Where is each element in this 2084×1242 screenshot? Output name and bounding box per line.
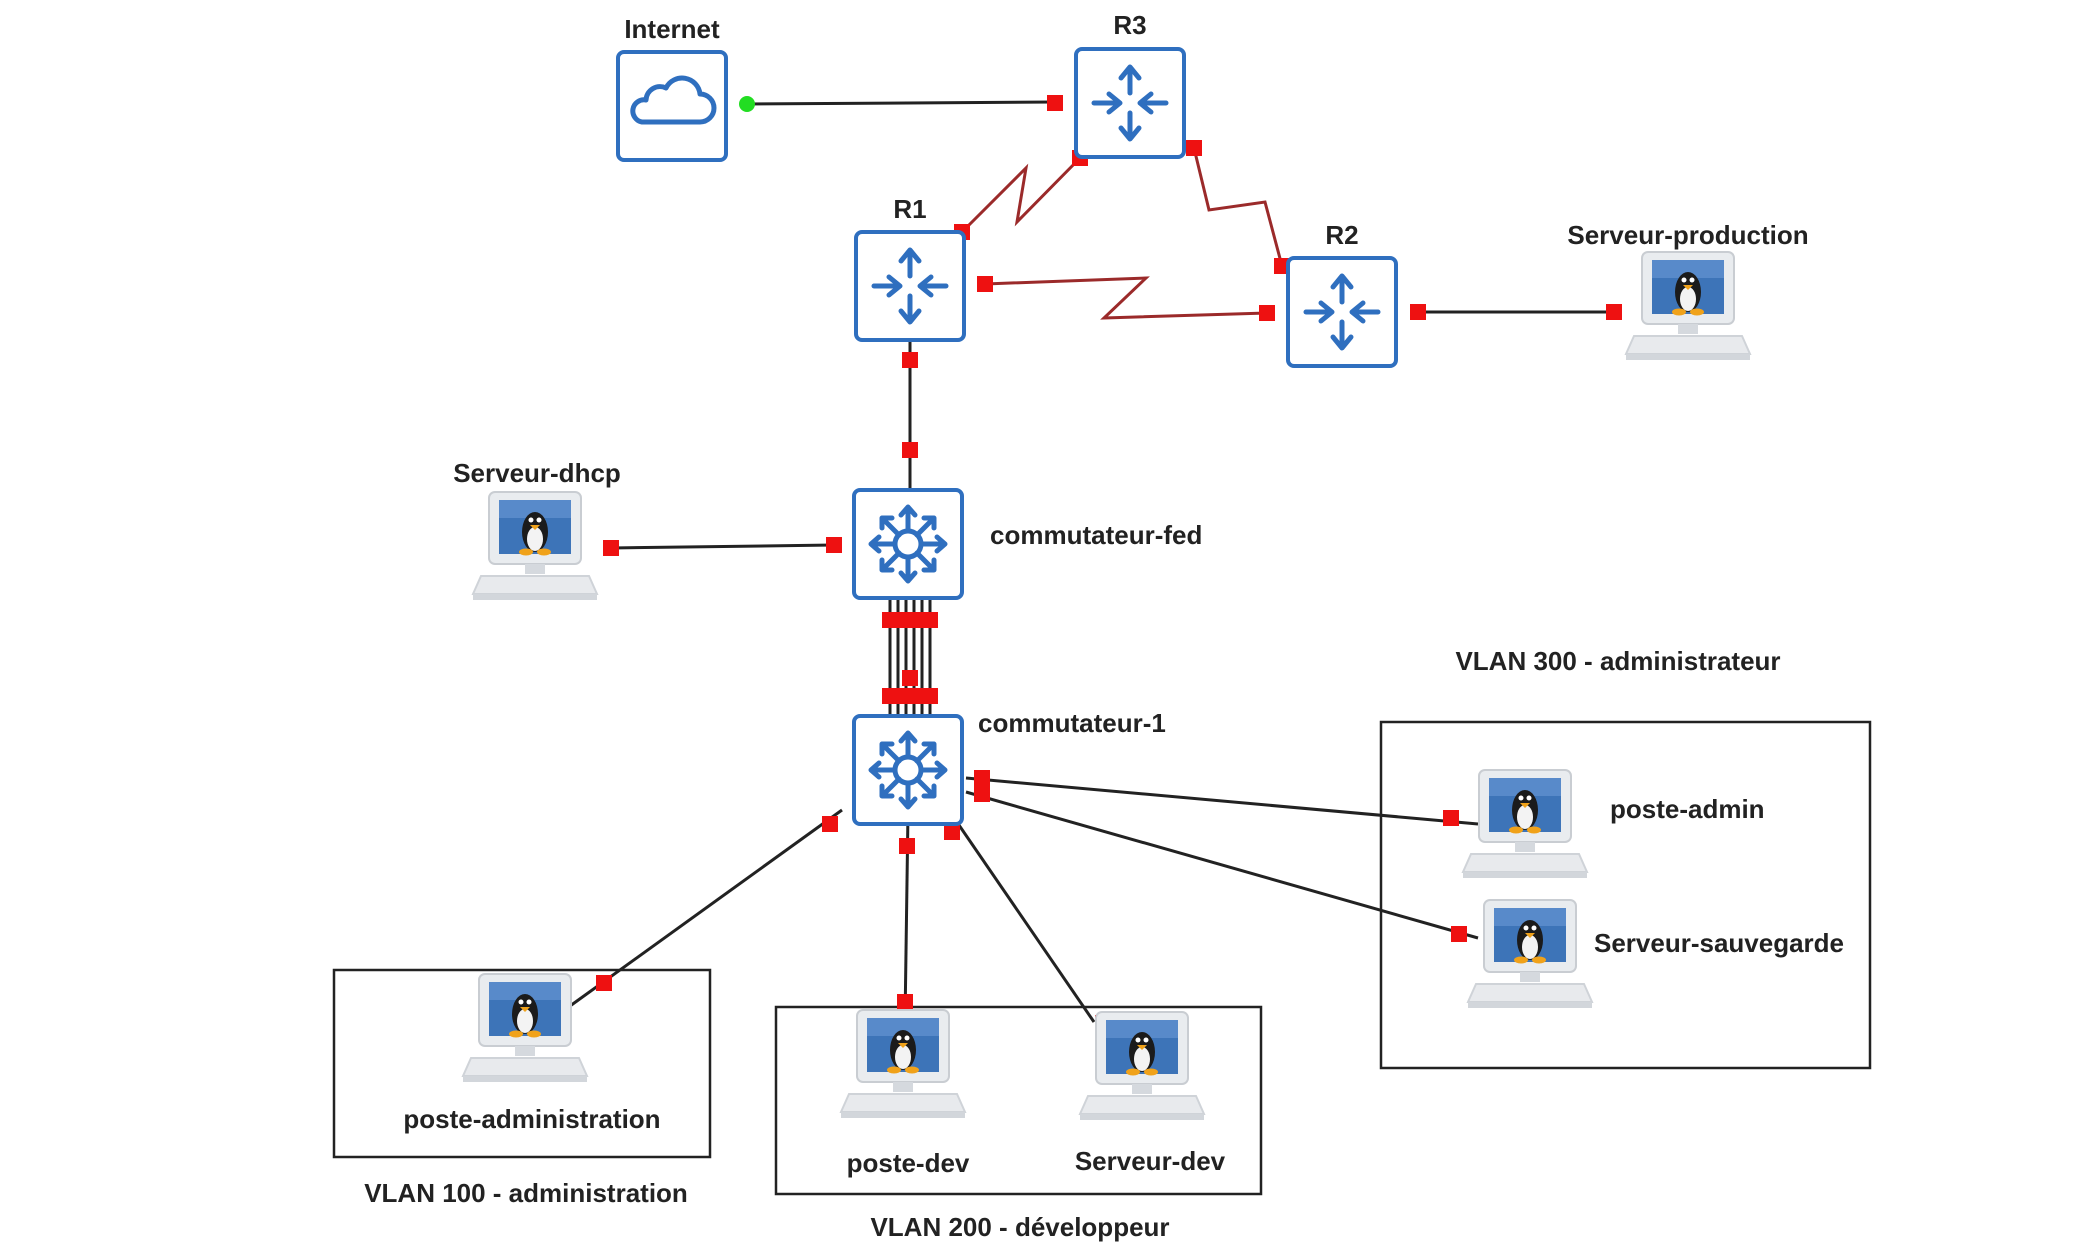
label-serveur-dev: Serveur-dev [1075,1146,1226,1176]
label-commutateur-fed: commutateur-fed [990,520,1202,550]
link-commutateur-1-serveur-sauvegarde[interactable] [965,790,1479,940]
linux-host-icon [472,491,598,601]
linux-host-icon [462,973,588,1083]
label-commutateur-1: commutateur-1 [978,708,1166,738]
node-internet[interactable] [616,50,728,162]
linux-host-icon [1467,899,1593,1009]
port-production [1606,304,1622,320]
port-fed-r1 [902,442,918,458]
port-r3-internet [1047,95,1063,111]
port-poste-admin [1443,810,1459,826]
port-c1-admin [974,770,990,786]
label-vlan-200: VLAN 200 - développeur [870,1212,1169,1242]
label-poste-administration: poste-administration [403,1104,660,1134]
node-serveur-dhcp[interactable] [472,491,598,601]
label-vlan-100: VLAN 100 - administration [364,1178,688,1208]
vlan-200-box [774,1005,1263,1196]
port-c1-serveur-dev [944,824,960,840]
port-r2-r1 [1259,305,1275,321]
label-serveur-dhcp: Serveur-dhcp [453,458,621,488]
label-poste-admin: poste-admin [1610,794,1765,824]
node-r3[interactable] [1074,47,1186,159]
link-commutateur-1-poste-admin[interactable] [965,776,1479,826]
label-serveur-sauvegarde: Serveur-sauvegarde [1594,928,1844,958]
ports-layer [596,95,1622,1031]
link-r1-r3[interactable] [960,156,1082,234]
link-serveur-dhcp-commutateur-fed[interactable] [610,543,835,550]
node-poste-administration[interactable] [462,973,588,1083]
label-serveur-production: Serveur-production [1567,220,1808,250]
port-r1-r2 [977,276,993,292]
port-serveur-sauvegarde [1451,926,1467,942]
node-serveur-dev[interactable] [1079,1011,1205,1121]
link-commutateur-1-serveur-dev[interactable] [948,811,1096,1023]
label-r2: R2 [1325,220,1358,250]
vlan-100-box [332,968,712,1159]
node-serveur-sauvegarde[interactable] [1467,899,1593,1009]
port-internet [739,96,755,112]
node-poste-admin[interactable] [1462,769,1588,879]
port-poste-dev [897,994,913,1010]
port-c1-bundle-top [902,670,918,686]
port-c1-bundle [882,688,938,704]
port-c1-dev [899,838,915,854]
node-r1[interactable] [854,230,966,342]
vlan-300-box [1379,720,1872,1070]
port-r2-production [1410,304,1426,320]
link-internet-r3[interactable] [746,100,1056,106]
linux-host-icon [1079,1011,1205,1121]
port-r1-fed [902,352,918,368]
linux-host-icon [1462,769,1588,879]
label-internet: Internet [624,14,720,44]
label-vlan-300: VLAN 300 - administrateur [1455,646,1780,676]
port-r3-r2 [1186,140,1202,156]
port-dhcp [603,540,619,556]
node-serveur-production[interactable] [1625,251,1751,361]
port-poste-administration [596,975,612,991]
links-layer [569,100,1614,1023]
linux-host-icon [1625,251,1751,361]
label-r1: R1 [893,194,926,224]
port-fed-bundle [882,612,938,628]
linux-host-icon [840,1009,966,1119]
port-c1-administration [822,816,838,832]
cloud-icon [630,75,717,125]
link-r1-r2[interactable] [984,276,1268,320]
link-commutateur-1-poste-administration[interactable] [569,808,843,1008]
port-c1-sauvegarde [974,786,990,802]
label-poste-dev: poste-dev [847,1148,970,1178]
label-r3: R3 [1113,10,1146,40]
port-fed-dhcp [826,537,842,553]
node-r2[interactable] [1286,256,1398,368]
node-poste-dev[interactable] [840,1009,966,1119]
node-commutateur-fed[interactable] [852,488,964,600]
link-r3-r2[interactable] [1192,147,1284,267]
node-commutateur-1[interactable] [852,714,964,826]
